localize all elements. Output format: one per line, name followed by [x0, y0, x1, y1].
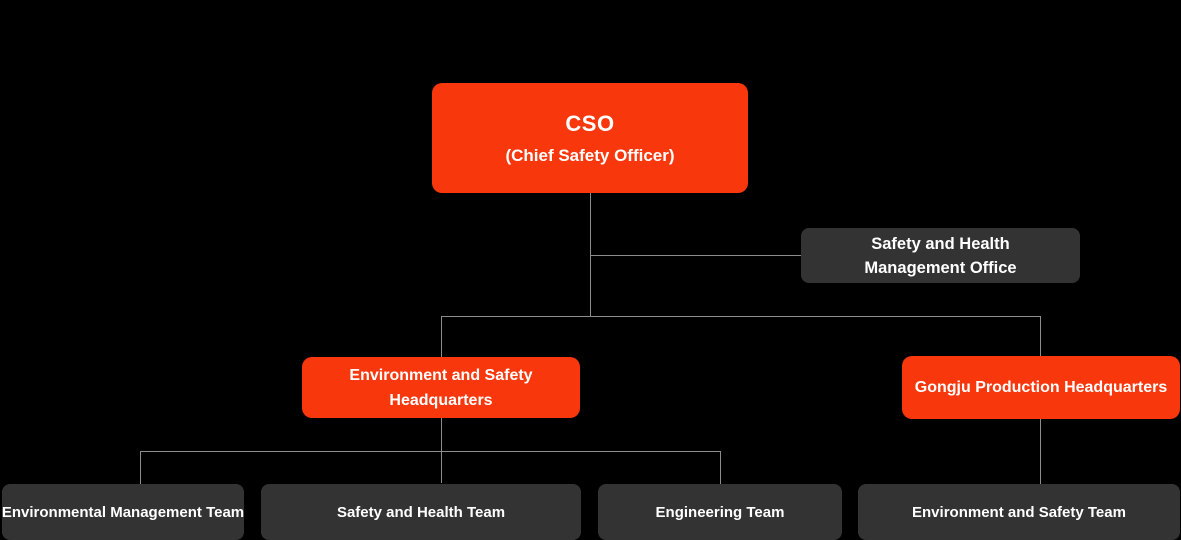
team-label: Environmental Management Team [1, 503, 245, 521]
node-safety-health-management-office: Safety and Health Management Office [801, 228, 1080, 283]
connector-hq-to-teams-vertical [441, 418, 442, 483]
node-safety-and-health-team: Safety and Health Team [261, 484, 581, 540]
node-environment-and-safety-team: Environment and Safety Team [858, 484, 1180, 540]
connector-gongju-drop [1040, 316, 1041, 356]
node-engineering-team: Engineering Team [598, 484, 842, 540]
connector-hq-drop [441, 316, 442, 357]
connector-staff-office-branch [590, 255, 801, 256]
connector-lower-bus [140, 451, 721, 452]
node-cso: CSO (Chief Safety Officer) [432, 83, 748, 193]
cso-title: CSO [565, 110, 615, 136]
cso-subtitle: (Chief Safety Officer) [505, 145, 675, 165]
team-label: Safety and Health Team [336, 503, 506, 521]
connector-gongju-to-team4 [1040, 419, 1041, 484]
connector-upper-bus [441, 316, 1041, 317]
connector-team3-drop [720, 451, 721, 484]
connector-cso-vertical [590, 193, 591, 316]
staff-office-label: Safety and Health Management Office [864, 234, 1017, 277]
node-gongju-production-headquarters: Gongju Production Headquarters [902, 356, 1180, 419]
team-label: Environment and Safety Team [912, 503, 1126, 521]
node-environment-safety-headquarters: Environment and Safety Headquarters [302, 357, 580, 418]
division-label: Gongju Production Headquarters [914, 379, 1168, 396]
team-label: Engineering Team [655, 503, 785, 521]
node-environmental-management-team: Environmental Management Team [2, 484, 244, 540]
connector-team1-drop [140, 451, 141, 484]
division-label: Environment and Safety Headquarters [349, 366, 533, 409]
